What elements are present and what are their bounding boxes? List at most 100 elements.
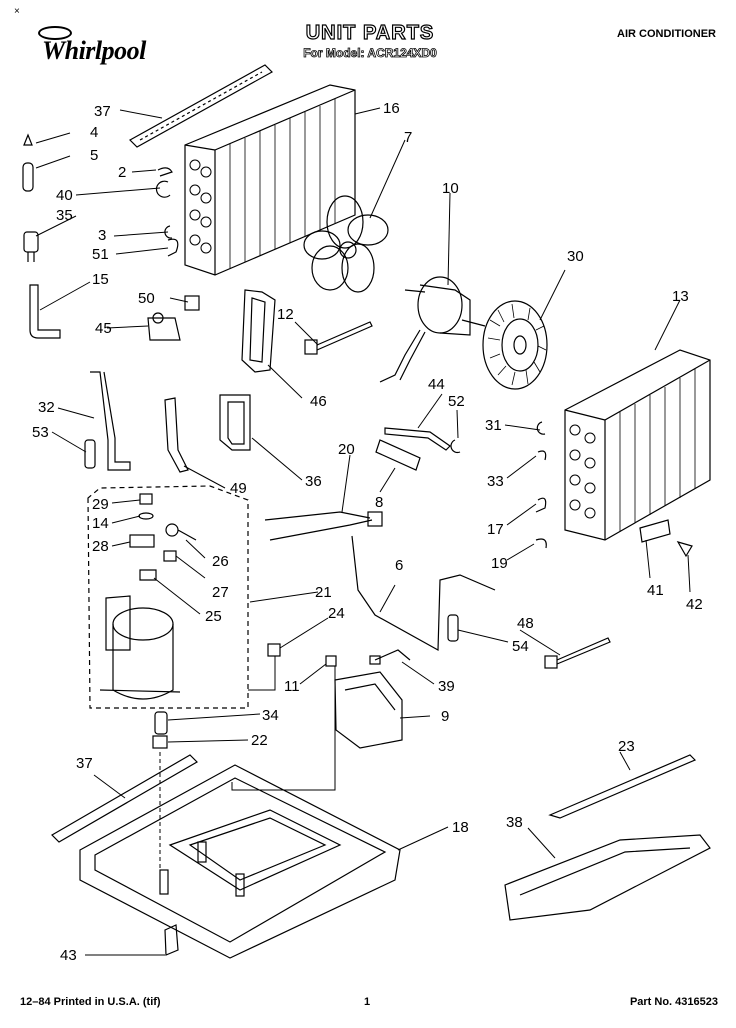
part-5-tube bbox=[22, 162, 34, 192]
callout-13: 13 bbox=[672, 288, 689, 305]
callout-12: 12 bbox=[277, 306, 294, 323]
part-6-tube bbox=[351, 535, 496, 652]
part-36-bracket bbox=[219, 394, 251, 451]
callout-26: 26 bbox=[212, 553, 229, 570]
callout-11: 11 bbox=[284, 678, 300, 695]
callout-28: 28 bbox=[92, 538, 109, 555]
callout-46: 46 bbox=[310, 393, 327, 410]
part-41-plate bbox=[639, 519, 671, 543]
callout-21: 21 bbox=[315, 584, 332, 601]
part-19-clip bbox=[535, 538, 547, 549]
callout-44: 44 bbox=[428, 376, 445, 393]
part-21-compressor-assembly bbox=[87, 485, 249, 709]
callout-25: 25 bbox=[205, 608, 222, 625]
part-35-tube bbox=[23, 231, 39, 262]
brand-logo: Whirlpool bbox=[42, 36, 146, 65]
callout-10: 10 bbox=[442, 180, 459, 197]
product-category: AIR CONDITIONER bbox=[617, 28, 716, 40]
part-number: Part No. 4316523 bbox=[629, 996, 718, 1008]
callout-9: 9 bbox=[441, 708, 449, 725]
part-37-top-strip bbox=[129, 64, 273, 148]
callout-49: 49 bbox=[230, 480, 247, 497]
callout-48: 48 bbox=[517, 615, 534, 632]
callout-37a: 37 bbox=[94, 103, 111, 120]
whirlpool-logo-icon bbox=[38, 26, 72, 40]
callout-2: 2 bbox=[118, 164, 126, 181]
callout-4: 4 bbox=[90, 124, 98, 141]
part-42-tab bbox=[676, 541, 693, 558]
part-52-clip bbox=[450, 439, 461, 454]
callout-40: 40 bbox=[56, 187, 73, 204]
callout-32: 32 bbox=[38, 399, 55, 416]
part-25-terminal bbox=[139, 569, 157, 581]
part-32-pipe bbox=[90, 371, 131, 471]
callout-20: 20 bbox=[338, 441, 355, 458]
part-28-terminal bbox=[129, 534, 155, 548]
callout-23: 23 bbox=[618, 738, 635, 755]
part-24-grommet bbox=[267, 643, 281, 657]
callout-53: 53 bbox=[32, 424, 49, 441]
part-45-valve bbox=[147, 312, 181, 341]
callout-38: 38 bbox=[506, 814, 523, 831]
part-40-clip bbox=[155, 180, 171, 198]
part-54-sleeve bbox=[447, 614, 459, 642]
part-51-hose bbox=[167, 238, 179, 257]
callout-27: 27 bbox=[212, 584, 229, 601]
part-39-connector bbox=[369, 649, 411, 665]
part-31-clip bbox=[536, 421, 546, 435]
callout-5: 5 bbox=[90, 147, 98, 164]
part-29-nut bbox=[139, 493, 153, 505]
callout-42: 42 bbox=[686, 596, 703, 613]
callout-45: 45 bbox=[95, 320, 112, 337]
callout-52: 52 bbox=[448, 393, 465, 410]
part-16-condenser-coil bbox=[184, 84, 356, 276]
part-2-clip bbox=[157, 167, 173, 177]
part-20-harness bbox=[264, 511, 383, 541]
part-7-fan-blade bbox=[303, 195, 389, 293]
part-43-clip bbox=[164, 924, 179, 956]
part-4-cap bbox=[23, 133, 33, 146]
callout-33: 33 bbox=[487, 473, 504, 490]
callout-24: 24 bbox=[328, 605, 345, 622]
page-title: UNIT PARTS bbox=[305, 21, 435, 44]
part-13-evaporator-coil bbox=[564, 349, 711, 541]
callout-43: 43 bbox=[60, 947, 77, 964]
callout-37b: 37 bbox=[76, 755, 93, 772]
callout-14: 14 bbox=[92, 515, 109, 532]
callout-34: 34 bbox=[262, 707, 279, 724]
corner-mark: × bbox=[14, 6, 20, 17]
part-12-tie bbox=[304, 321, 373, 355]
model-number: For Model: ACR124XD0 bbox=[303, 46, 437, 61]
callout-19: 19 bbox=[491, 555, 508, 572]
callout-labels: 37 4 5 2 40 35 3 51 15 16 7 10 30 13 50 … bbox=[32, 100, 703, 964]
part-38-channel bbox=[504, 834, 711, 921]
part-30-blower-wheel bbox=[482, 300, 548, 390]
part-9-bracket bbox=[334, 671, 403, 749]
callout-54: 54 bbox=[512, 638, 529, 655]
part-23-seal-strip bbox=[548, 754, 697, 819]
callout-39: 39 bbox=[438, 678, 455, 695]
part-17-clip bbox=[535, 497, 547, 513]
page-number: 1 bbox=[364, 996, 371, 1008]
part-44-strap bbox=[384, 427, 451, 451]
part-14-washer bbox=[138, 512, 154, 520]
callout-8: 8 bbox=[375, 494, 383, 511]
callout-51: 51 bbox=[92, 246, 109, 263]
part-53-tube bbox=[84, 439, 96, 469]
callout-41: 41 bbox=[647, 582, 664, 599]
callout-29: 29 bbox=[92, 496, 109, 513]
part-26-cover bbox=[165, 523, 197, 541]
callout-36: 36 bbox=[305, 473, 322, 490]
callout-31: 31 bbox=[485, 417, 502, 434]
callout-7: 7 bbox=[404, 129, 412, 146]
callout-18: 18 bbox=[452, 819, 469, 836]
part-8-insulation bbox=[375, 439, 421, 471]
print-info: 12–84 Printed in U.S.A. (tif) bbox=[20, 996, 161, 1008]
part-3-clip bbox=[164, 225, 173, 239]
callout-50: 50 bbox=[138, 290, 155, 307]
part-48-tie bbox=[544, 637, 611, 669]
callout-16: 16 bbox=[383, 100, 400, 117]
part-11-nut bbox=[325, 655, 337, 667]
part-27-gasket bbox=[163, 550, 177, 562]
